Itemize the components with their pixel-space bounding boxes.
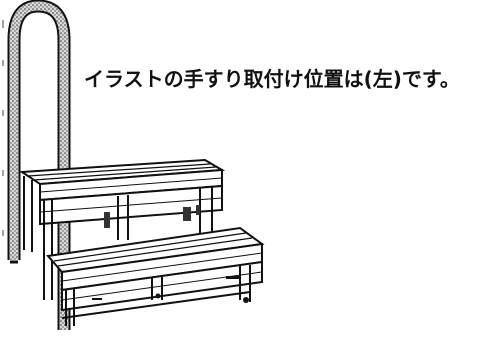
upper-step (18, 158, 226, 300)
hardware (92, 276, 249, 303)
caption-text: イラストの手すり取付け位置は(左)です。 (84, 67, 460, 91)
brackets (104, 205, 200, 228)
handrail (7, 0, 71, 330)
lower-step (46, 226, 265, 326)
